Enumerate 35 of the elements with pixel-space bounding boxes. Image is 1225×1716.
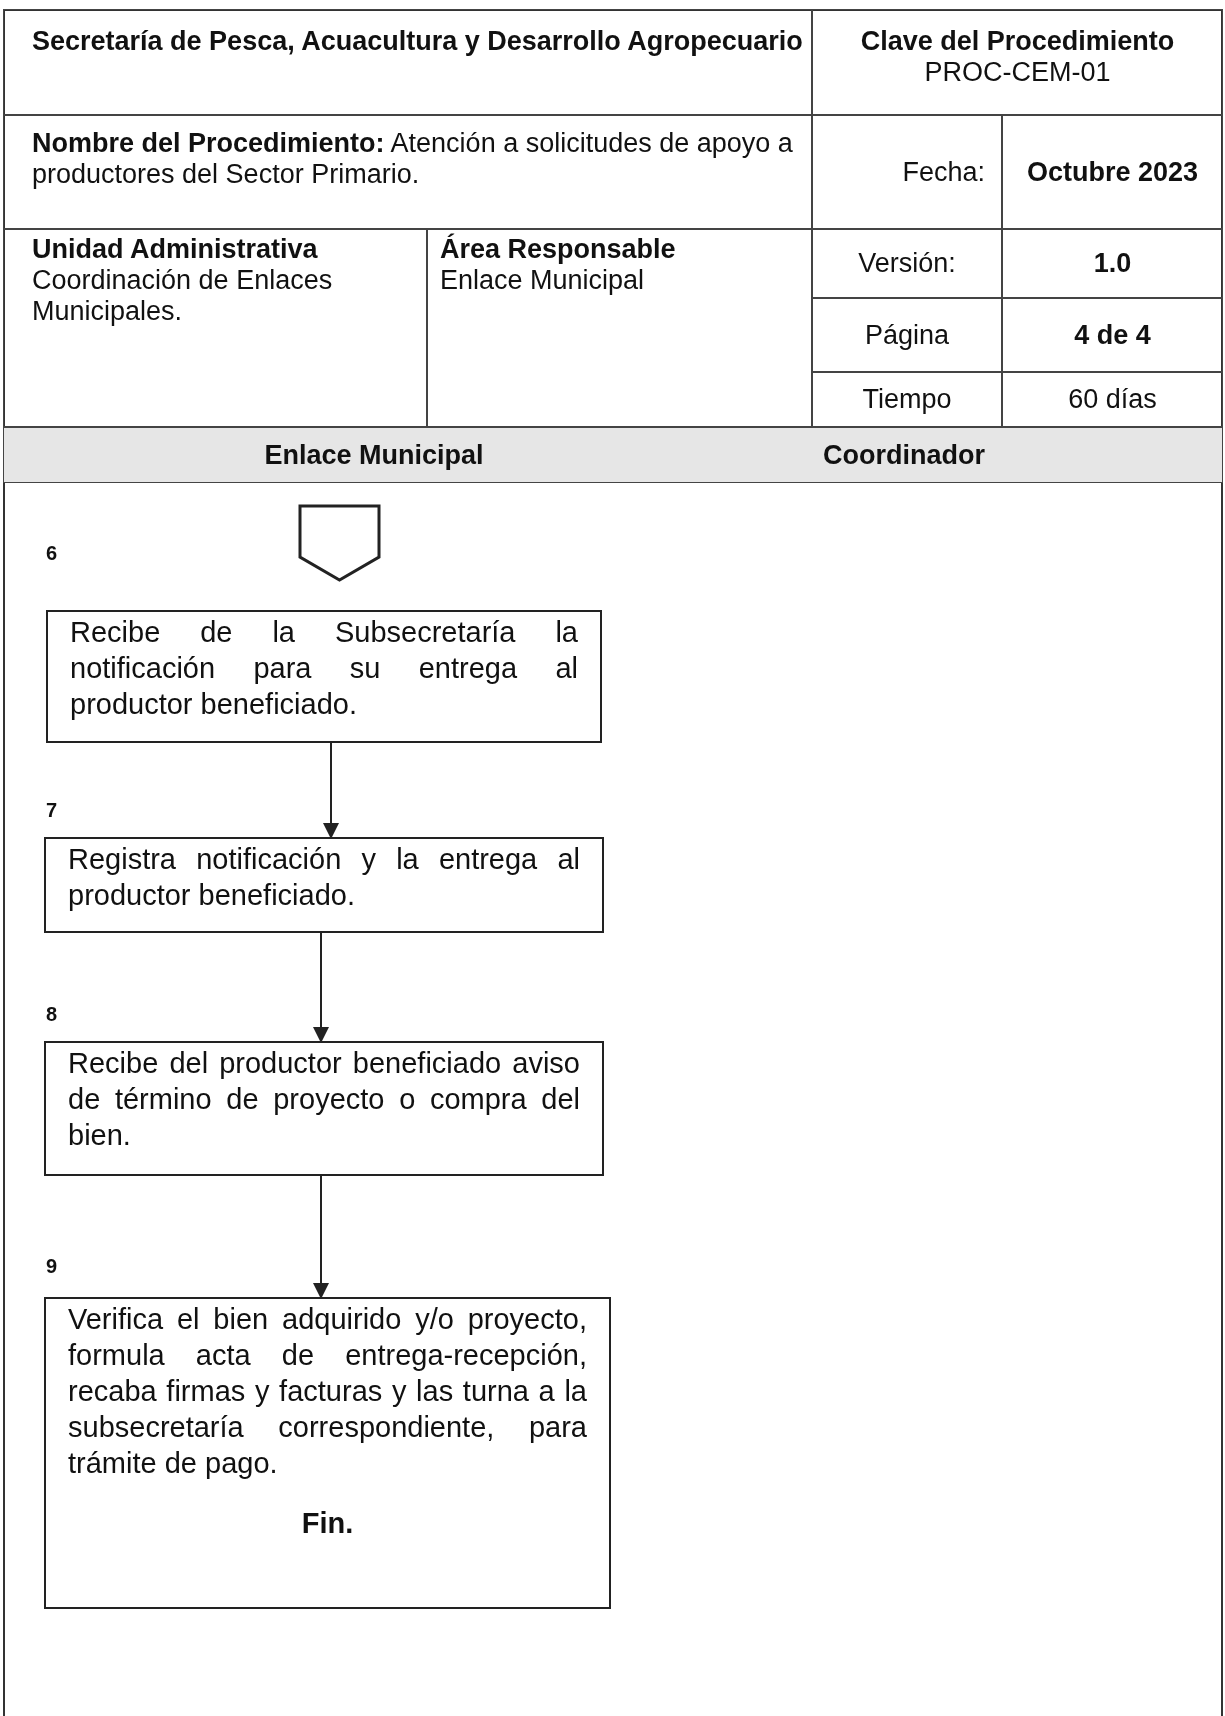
process-box	[44, 1297, 611, 1609]
arrow	[313, 932, 329, 1043]
step-number: 7	[46, 798, 58, 823]
step-description: Recibe de la Subsecretaría la notificación para su entrega al productor beneficiado.	[70, 615, 578, 722]
field-heading: Área Responsable	[440, 234, 676, 265]
process-box	[46, 610, 602, 743]
procedure-name: Nombre del Procedimiento: Atención a solicitudes de apoyo a productores del Sector Primario.	[32, 128, 794, 190]
step-description: Verifica el bien adquirido y/o proyecto, formula acta de entrega-recepción, recaba firmas y facturas y las turna a la subsecretaría correspondiente, para trámite de pago.	[68, 1302, 587, 1481]
step-number: 8	[46, 1002, 58, 1027]
field-heading: Clave del Procedimiento	[860, 26, 1175, 57]
lane-heading: Enlace Municipal	[264, 439, 484, 471]
area-name: Enlace Municipal	[440, 265, 645, 296]
organization-name: Secretaría de Pesca, Acuacultura y Desarrollo Agropecuario	[32, 26, 803, 57]
unit-name: Coordinación de Enlaces Municipales.	[32, 265, 334, 327]
date-value: Octubre 2023	[1026, 156, 1199, 188]
step-number: 9	[46, 1254, 58, 1279]
procedure-code: PROC-CEM-01	[924, 57, 1111, 88]
version-value: 1.0	[1093, 248, 1132, 279]
page-value: 4 de 4	[1074, 319, 1151, 351]
arrow	[313, 1175, 329, 1299]
step-description: Recibe del productor beneficiado aviso de término de proyecto o compra del bien.	[68, 1046, 580, 1153]
field-label: Página	[864, 319, 950, 351]
arrow	[323, 742, 339, 839]
process-box	[44, 1041, 604, 1176]
field-label: Fecha:	[902, 156, 985, 188]
end-marker: Fin.	[300, 1506, 355, 1541]
process-box	[44, 837, 604, 933]
lane-heading: Coordinador	[823, 439, 985, 471]
step-description: Registra notificación y la entrega al productor beneficiado.	[68, 842, 580, 913]
step-number: 6	[46, 541, 58, 566]
time-value: 60 días	[1068, 384, 1157, 415]
field-label: Tiempo	[862, 384, 952, 415]
field-label: Versión:	[858, 248, 956, 279]
off-page-connector	[298, 504, 381, 582]
field-heading: Unidad Administrativa	[32, 234, 318, 265]
